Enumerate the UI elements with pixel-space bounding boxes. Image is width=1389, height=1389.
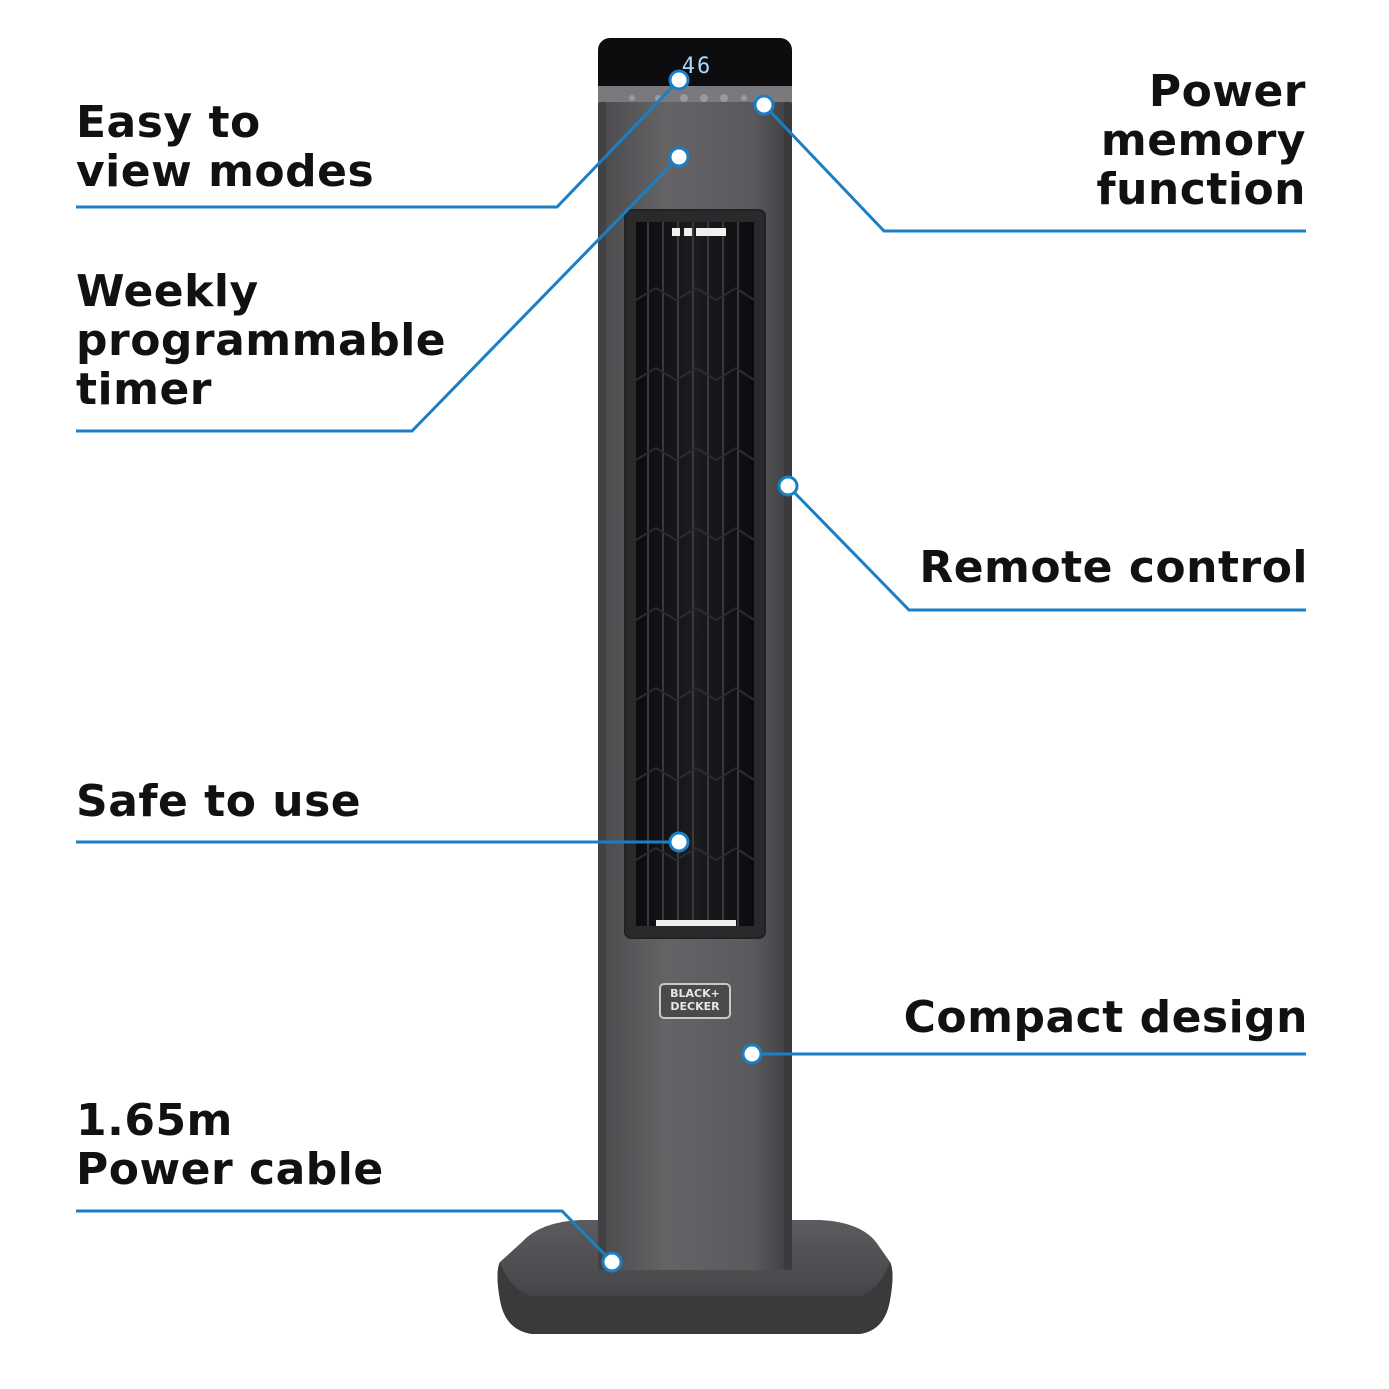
brand-logo-text: BLACK+ DECKER <box>670 987 720 1013</box>
control-panel <box>598 38 792 102</box>
feature-remote-label: Remote control <box>919 542 1308 593</box>
feature-memory-label: Power memory function <box>1096 66 1306 215</box>
brand-logo <box>659 983 731 1019</box>
feature-view-modes-label: Easy to view modes <box>76 97 375 197</box>
feature-safe-label: Safe to use <box>76 776 362 827</box>
callout-dots <box>601 69 799 1273</box>
feature-compact-label: Compact design <box>903 992 1308 1043</box>
fan-display-readout: 46 <box>681 54 713 79</box>
feature-timer-label: Weekly programmable timer <box>76 266 447 415</box>
feature-cable-label: 1.65m Power cable <box>76 1095 384 1195</box>
fan-base <box>497 1220 893 1334</box>
air-grille <box>624 209 766 939</box>
callout-lines <box>76 78 1306 1264</box>
